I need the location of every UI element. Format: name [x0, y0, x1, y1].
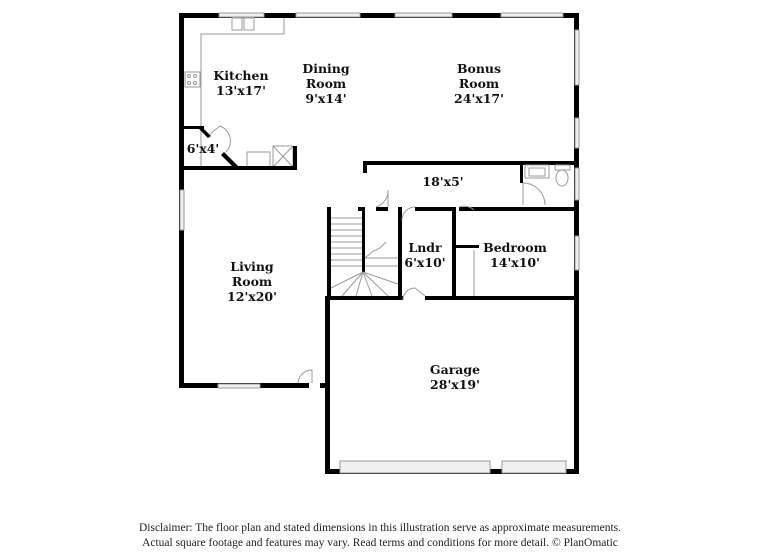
room-name-line2: Room	[305, 76, 347, 91]
interior-walls	[179, 126, 579, 300]
room-name-line2: Room	[231, 274, 273, 289]
room-dimensions: 12'x20'	[227, 289, 277, 304]
door-swings	[208, 125, 546, 384]
room-dimensions: 6'x10'	[404, 255, 446, 270]
room-label-garage: Garage 28'x19'	[430, 362, 480, 392]
staircase	[330, 217, 399, 297]
room-label-laundry: Lndr 6'x10'	[404, 240, 445, 270]
room-dimensions: 28'x19'	[430, 377, 480, 392]
room-label-bedroom: Bedroom 14'x10'	[483, 240, 547, 270]
room-label-living-room: Living Room 12'x20'	[227, 259, 277, 304]
room-label-bonus-room: Bonus Room 24'x17'	[454, 61, 504, 106]
disclaimer-line-1: Disclaimer: The floor plan and stated di…	[138, 522, 622, 534]
bathroom-fixtures	[524, 164, 571, 187]
room-dimensions: 13'x17'	[216, 83, 266, 98]
room-name: Bedroom	[483, 240, 547, 255]
room-dimensions: 14'x10'	[490, 255, 540, 270]
room-name: Garage	[429, 362, 481, 377]
room-label-hallway: 18'x5'	[422, 174, 463, 189]
disclaimer-line-2: Actual square footage and features may v…	[142, 537, 618, 549]
room-name-line1: Dining	[302, 61, 350, 76]
room-name: Lndr	[408, 240, 442, 255]
room-name: Kitchen	[213, 68, 269, 83]
room-dimensions: 6'x4'	[186, 141, 220, 156]
room-label-kitchen: Kitchen 13'x17'	[213, 68, 268, 98]
room-name-line2: Room	[458, 76, 500, 91]
room-label-pantry: 6'x4'	[187, 141, 220, 156]
room-label-dining-room: Dining Room 9'x14'	[302, 61, 349, 106]
room-name-line1: Bonus	[456, 61, 502, 76]
room-dimensions: 9'x14'	[305, 91, 347, 106]
room-dimensions: 18'x5'	[422, 174, 464, 189]
room-name-line1: Living	[230, 259, 274, 274]
windows	[179, 12, 580, 474]
disclaimer: Disclaimer: The floor plan and stated di…	[0, 521, 760, 551]
room-dimensions: 24'x17'	[454, 91, 504, 106]
